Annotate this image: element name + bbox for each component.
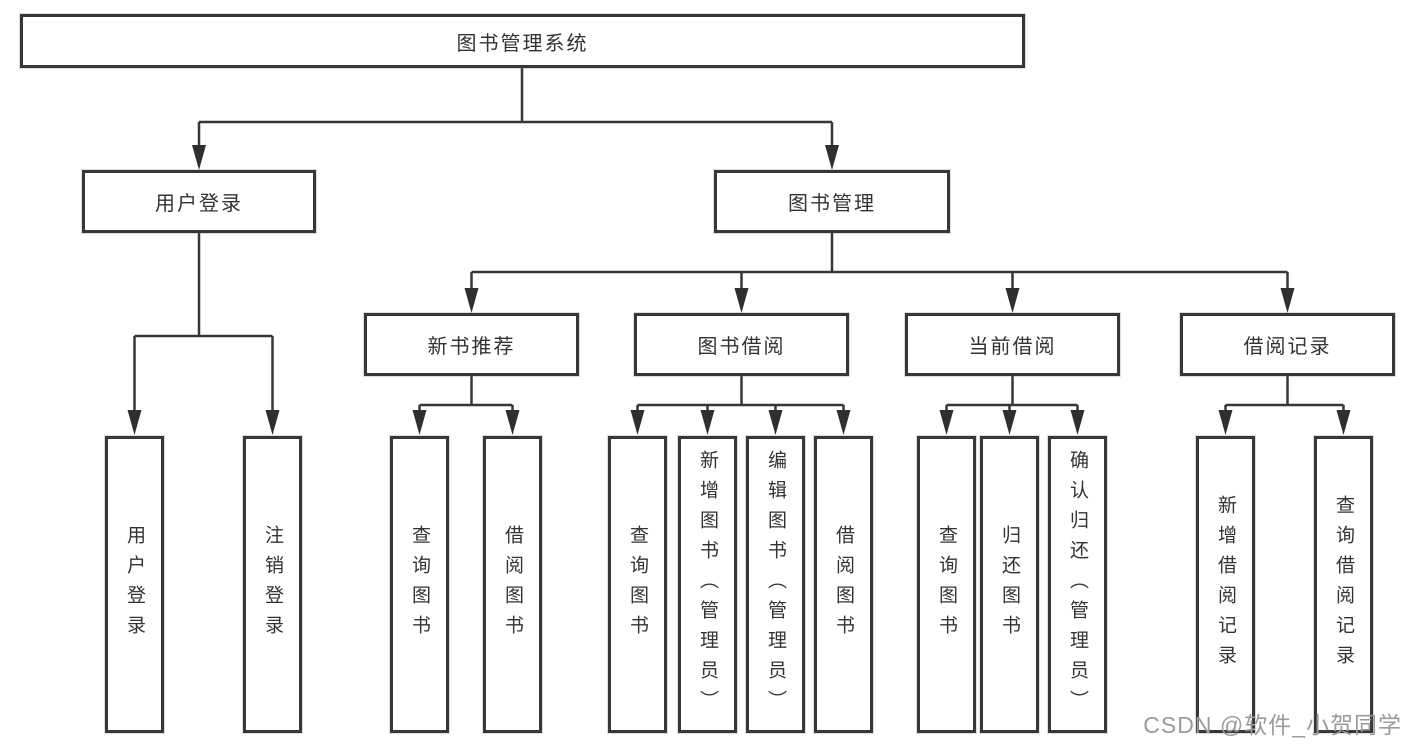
arrowheads xyxy=(127,145,1351,435)
node-root-system: 图书管理系统 xyxy=(20,14,1025,68)
node-label: 新增图书（管理员） xyxy=(697,449,718,720)
node-label: 借阅图书 xyxy=(502,524,523,645)
leaf-borrow-books: 借阅图书 xyxy=(814,436,873,733)
node-label: 用户登录 xyxy=(155,193,243,215)
node-label: 查询借阅记录 xyxy=(1333,494,1354,675)
connector-book-borrow-branch xyxy=(636,376,845,412)
node-label: 图书管理 xyxy=(788,193,876,215)
leaf-user-login: 用户登录 xyxy=(105,436,164,733)
connector-borrow-records-branch xyxy=(1224,376,1345,412)
leaf-edit-book-admin: 编辑图书（管理员） xyxy=(746,436,805,733)
connector-user-login-branch xyxy=(133,233,274,412)
node-label: 借阅图书 xyxy=(833,524,854,645)
leaf-add-book-admin: 新增图书（管理员） xyxy=(678,436,737,733)
node-label: 图书管理系统 xyxy=(456,32,589,55)
leaf-query-borrow-record: 查询借阅记录 xyxy=(1314,436,1373,733)
node-label: 新书推荐 xyxy=(427,336,516,358)
node-label: 借阅记录 xyxy=(1243,336,1332,358)
leaf-query-books: 查询图书 xyxy=(608,436,667,733)
node-label: 查询图书 xyxy=(627,524,648,645)
leaf-query-books: 查询图书 xyxy=(917,436,976,733)
node-book-management-branch: 图书管理 xyxy=(714,170,950,233)
leaf-return-book: 归还图书 xyxy=(980,436,1039,733)
leaf-add-borrow-record: 新增借阅记录 xyxy=(1196,436,1255,733)
connector-new-book-recommend-branch xyxy=(418,376,514,412)
node-label: 用户登录 xyxy=(124,524,145,645)
node-new-book-recommend: 新书推荐 xyxy=(364,313,579,376)
node-label: 注销登录 xyxy=(262,524,283,645)
node-current-borrow: 当前借阅 xyxy=(905,313,1120,376)
node-borrow-records: 借阅记录 xyxy=(1180,313,1395,376)
connector-current-borrow-branch xyxy=(945,376,1079,412)
leaf-confirm-return-admin: 确认归还（管理员） xyxy=(1048,436,1107,733)
node-label: 编辑图书（管理员） xyxy=(765,449,786,720)
connector-root-to-level2 xyxy=(197,68,834,146)
node-label: 查询图书 xyxy=(409,524,430,645)
node-user-login-branch: 用户登录 xyxy=(82,170,316,233)
node-book-borrow: 图书借阅 xyxy=(634,313,849,376)
node-label: 查询图书 xyxy=(936,524,957,645)
leaf-logout: 注销登录 xyxy=(243,436,302,733)
node-label: 当前借阅 xyxy=(968,336,1057,358)
node-label: 确认归还（管理员） xyxy=(1067,449,1088,720)
node-label: 归还图书 xyxy=(999,524,1020,645)
leaf-borrow-books: 借阅图书 xyxy=(483,436,542,733)
node-label: 图书借阅 xyxy=(697,336,786,358)
connector-book-management-branch xyxy=(470,233,1289,290)
leaf-query-books: 查询图书 xyxy=(390,436,449,733)
csdn-watermark: CSDN @软件_小贺同学 xyxy=(1143,712,1402,738)
node-label: 新增借阅记录 xyxy=(1215,494,1236,675)
